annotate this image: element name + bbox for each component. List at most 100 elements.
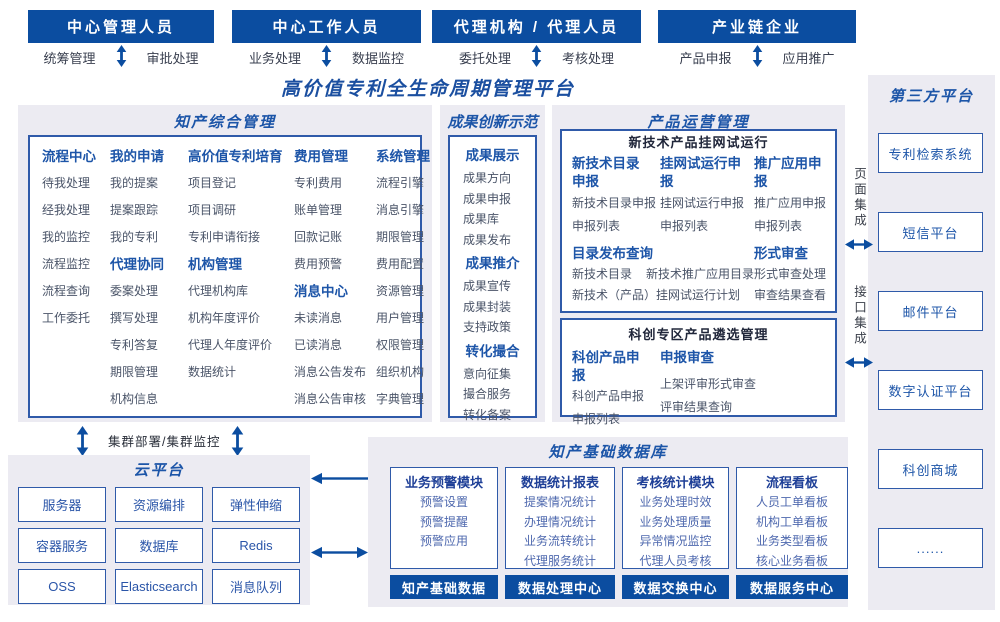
menu-item: 成果封装	[463, 299, 512, 314]
menu-item: 代理人员考核	[639, 553, 712, 568]
cloud-service-box: 容器服务	[18, 528, 106, 563]
menu-column: 系统管理流程引擎消息引擎期限管理费用配置资源管理用户管理权限管理组织机构字典管理	[376, 143, 432, 413]
role-action-label: 委托处理	[458, 50, 511, 66]
column-header: 消息中心	[294, 284, 348, 299]
menu-item: 转化备案	[463, 407, 512, 422]
page-integration-label: 页面集成	[852, 167, 866, 229]
column-header: 新技术目录申报	[572, 156, 640, 189]
menu-item: 撰写处理	[110, 311, 159, 325]
menu-item: 专利申请衔接	[188, 230, 261, 244]
panel-third-party: 第三方平台 专利检索系统短信平台邮件平台数字认证平台科创商城......	[868, 75, 995, 610]
column-header: 成果推介	[465, 256, 520, 271]
trial-bottom-row: 目录发布查询 新技术目录新技术推广应用目录 新技术（产品）挂网试运行计划 形式审…	[562, 238, 835, 306]
menu-item: 数据统计	[188, 365, 237, 379]
cloud-service-box: OSS	[18, 569, 106, 604]
section-title: 成果创新示范	[447, 114, 538, 131]
menu-item: 专利费用	[294, 176, 343, 190]
menu-item: 我的提案	[110, 176, 159, 190]
menu-item: 我的专利	[110, 230, 159, 244]
cloud-service-box: 弹性伸缩	[212, 487, 300, 522]
menu-item: 流程查询	[42, 284, 91, 298]
menu-item: 新技术（产品）挂网试运行计划	[572, 288, 741, 302]
third-party-box: ......	[878, 528, 983, 568]
cloud-service-box: 数据库	[115, 528, 203, 563]
role-header: 代理机构 / 代理人员	[432, 10, 641, 43]
module-header: 流程看板	[765, 475, 818, 490]
menu-item: 新技术推广应用目录	[646, 267, 755, 281]
menu-item: 代理机构库	[188, 284, 249, 298]
menu-item: 申报列表	[572, 219, 621, 233]
menu-item: 资源管理	[376, 284, 425, 298]
menu-item: 业务处理时效	[639, 495, 712, 509]
section-title: 云平台	[133, 462, 185, 479]
menu-item: 支持政策	[463, 320, 512, 334]
menu-item: 上架评审形式审查	[660, 377, 757, 391]
menu-item: 工作委托	[42, 311, 91, 325]
role-action-label: 业务处理	[248, 50, 301, 66]
data-center-bar: 数据处理中心	[505, 575, 615, 599]
menu-item: 机构信息	[110, 392, 159, 406]
menu-item: 账单管理	[294, 203, 343, 217]
cloud-service-box: 服务器	[18, 487, 106, 522]
up-down-arrow-icon	[76, 426, 89, 461]
column-header: 高价值专利培育	[188, 149, 283, 164]
third-party-box: 数字认证平台	[878, 370, 983, 410]
database-module-box: 业务预警模块预警设置预警提醒预警应用	[390, 467, 498, 569]
role-action-label: 审批处理	[146, 50, 199, 66]
role-group: 中心管理人员统筹管理审批处理	[28, 10, 214, 70]
cloud-service-box: Elasticsearch	[115, 569, 203, 604]
menu-item: 成果库	[463, 212, 500, 226]
menu-item: 组织机构	[376, 365, 425, 379]
menu-column: 我的申请我的提案提案跟踪我的专利代理协同委案处理撰写处理专利答复期限管理机构信息	[110, 143, 188, 413]
menu-column: 费用管理专利费用账单管理回款记账费用预警消息中心未读消息已读消息消息公告发布消息…	[294, 143, 376, 413]
up-down-arrow-icon	[752, 44, 763, 70]
left-right-arrow-icon	[311, 546, 368, 564]
column-header: 系统管理	[376, 149, 430, 164]
menu-item: 期限管理	[110, 365, 159, 379]
third-party-box: 短信平台	[878, 212, 983, 252]
group-header: 形式审查	[754, 246, 809, 261]
menu-item: 预警应用	[419, 534, 468, 548]
module-header: 业务预警模块	[404, 475, 483, 490]
menu-item: 期限管理	[376, 230, 425, 244]
menu-item: 新技术目录	[572, 267, 633, 281]
role-action-label: 应用推广	[782, 50, 835, 66]
menu-item: 成果宣传	[463, 279, 512, 293]
module-header: 数据统计报表	[520, 475, 599, 490]
third-party-box: 邮件平台	[878, 291, 983, 331]
module-header: 考核统计模块	[636, 475, 715, 490]
online-trial-box: 新技术产品挂网试运行 新技术目录申报新技术目录申报申报列表挂网试运行申报挂网试运…	[560, 129, 837, 313]
section-title: 产品运营管理	[647, 114, 750, 131]
column-header: 科创产品申报	[572, 350, 640, 383]
menu-item: 待我处理	[42, 176, 91, 190]
menu-item: 科创产品申报	[572, 389, 645, 403]
menu-item: 回款记账	[294, 230, 343, 244]
menu-item: 办理情况统计	[523, 514, 596, 529]
role-actions: 业务处理数据监控	[232, 44, 421, 70]
menu-item: 提案跟踪	[110, 203, 159, 217]
selection-columns: 科创产品申报科创产品申报申报列表申报审查上架评审形式审查评审结果查询	[562, 347, 835, 431]
menu-item: 预警提醒	[419, 514, 468, 529]
up-down-arrow-icon	[231, 426, 244, 461]
menu-column: 流程中心待我处理经我处理我的监控流程监控流程查询工作委托	[42, 143, 110, 413]
menu-item: 流程引擎	[376, 176, 425, 190]
formal-review-group: 形式审查 形式审查处理审查结果查看	[754, 243, 835, 306]
menu-item: 未读消息	[294, 311, 343, 325]
menu-item: 流程监控	[42, 257, 91, 271]
menu-item: 业务处理质量	[639, 514, 712, 529]
menu-item: 已读消息	[294, 338, 343, 352]
menu-column: 新技术目录申报新技术目录申报申报列表	[572, 155, 660, 238]
subsection-title: 新技术产品挂网试运行	[628, 135, 769, 150]
menu-item: 形式审查处理	[754, 267, 827, 281]
menu-item: 挂网试运行申报	[660, 196, 745, 210]
menu-item: 意向征集	[463, 366, 512, 381]
role-group: 产业链企业产品申报应用推广	[658, 10, 856, 70]
menu-column: 推广应用申报推广应用申报申报列表	[754, 155, 834, 238]
column-header: 代理协同	[110, 257, 164, 272]
column-header: 申报审查	[660, 350, 714, 365]
panel-product-operation: 产品运营管理 新技术产品挂网试运行 新技术目录申报新技术目录申报申报列表挂网试运…	[552, 105, 845, 426]
menu-item: 新技术目录申报	[572, 196, 657, 210]
menu-item: 我的监控	[42, 230, 91, 244]
